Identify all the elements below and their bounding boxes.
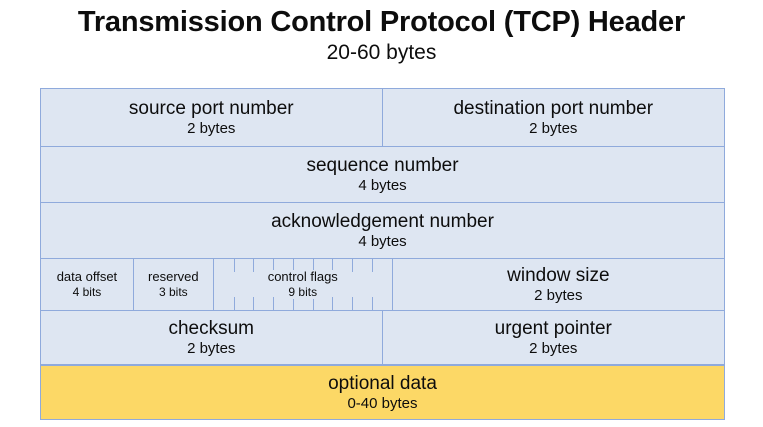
destination-port-cell: destination port number 2 bytes: [383, 89, 725, 146]
acknowledgement-row: acknowledgement number 4 bytes: [41, 203, 724, 259]
flags-row: data offset 4 bits reserved 3 bits: [41, 259, 724, 311]
urgent-pointer-cell: urgent pointer 2 bytes: [383, 311, 725, 364]
control-flags-size: 9 bits: [285, 284, 321, 299]
acknowledgement-number-size: 4 bytes: [358, 232, 407, 250]
window-size-cell: window size 2 bytes: [393, 259, 724, 310]
window-size-size: 2 bytes: [534, 286, 583, 304]
optional-data-cell: optional data 0-40 bytes: [41, 366, 724, 419]
tcp-header-table: source port number 2 bytes destination p…: [40, 88, 725, 420]
title-block: Transmission Control Protocol (TCP) Head…: [0, 6, 763, 66]
reserved-cell: reserved 3 bits: [134, 259, 214, 310]
destination-port-label: destination port number: [453, 97, 654, 119]
optional-row: optional data 0-40 bytes: [41, 365, 724, 419]
control-flags-label: control flags: [264, 270, 341, 285]
checksum-row: checksum 2 bytes urgent pointer 2 bytes: [41, 311, 724, 365]
checksum-size: 2 bytes: [187, 339, 236, 357]
destination-port-size: 2 bytes: [529, 119, 578, 137]
sequence-number-label: sequence number: [306, 154, 459, 176]
data-offset-size: 4 bits: [72, 284, 102, 299]
page-subtitle: 20-60 bytes: [326, 41, 437, 65]
ports-row: source port number 2 bytes destination p…: [41, 89, 724, 147]
control-flags-text: control flags 9 bits: [214, 259, 392, 310]
optional-data-size: 0-40 bytes: [347, 394, 418, 412]
checksum-label: checksum: [168, 317, 255, 339]
urgent-pointer-label: urgent pointer: [494, 317, 612, 339]
urgent-pointer-size: 2 bytes: [529, 339, 578, 357]
acknowledgement-number-cell: acknowledgement number 4 bytes: [41, 203, 724, 258]
data-offset-label: data offset: [56, 269, 118, 285]
optional-data-label: optional data: [328, 372, 437, 394]
reserved-label: reserved: [148, 269, 199, 285]
source-port-cell: source port number 2 bytes: [41, 89, 383, 146]
source-port-size: 2 bytes: [187, 119, 236, 137]
data-offset-cell: data offset 4 bits: [41, 259, 134, 310]
window-size-label: window size: [507, 264, 610, 286]
page-title: Transmission Control Protocol (TCP) Head…: [77, 6, 686, 38]
reserved-size: 3 bits: [158, 284, 188, 299]
sequence-row: sequence number 4 bytes: [41, 147, 724, 203]
sequence-number-size: 4 bytes: [358, 176, 407, 194]
checksum-cell: checksum 2 bytes: [41, 311, 383, 364]
control-flags-cell: control flags 9 bits: [214, 259, 393, 310]
acknowledgement-number-label: acknowledgement number: [271, 210, 494, 232]
sequence-number-cell: sequence number 4 bytes: [41, 147, 724, 202]
source-port-label: source port number: [128, 97, 294, 119]
